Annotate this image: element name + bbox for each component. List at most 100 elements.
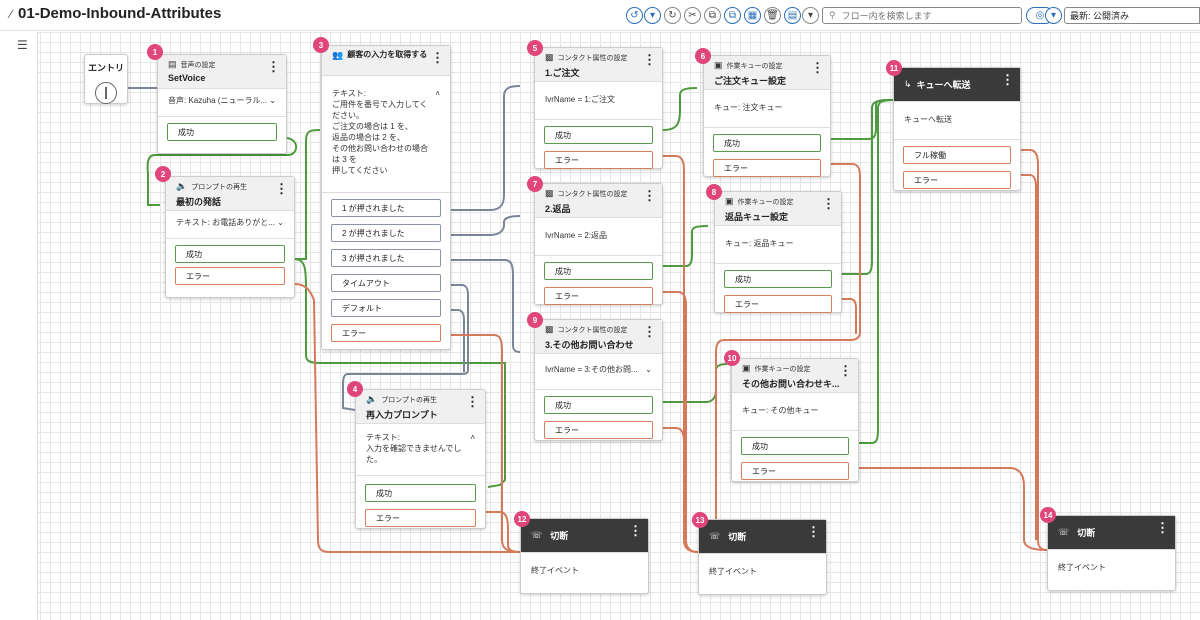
- block-header: ☏ 切断 ⋮: [1048, 516, 1175, 550]
- output-error[interactable]: エラー: [544, 421, 653, 439]
- output-error[interactable]: エラー: [365, 509, 476, 527]
- output-error[interactable]: エラー: [713, 159, 821, 177]
- voice-settings-icon: ▤: [168, 59, 177, 69]
- more-options-icon[interactable]: ⋮: [431, 50, 444, 65]
- output-success[interactable]: 成功: [365, 484, 476, 502]
- output-success[interactable]: 成功: [544, 262, 653, 280]
- divider: [894, 139, 1020, 140]
- chevron-up-icon[interactable]: ˄: [470, 433, 475, 442]
- dropdown-icon[interactable]: ▾: [802, 7, 819, 24]
- search-input[interactable]: [841, 10, 1012, 21]
- more-options-icon[interactable]: ⋮: [822, 196, 835, 211]
- output-error[interactable]: エラー: [903, 171, 1011, 189]
- block-type: 作業キューの設定: [754, 365, 811, 373]
- phone-hangup-icon: ☏: [531, 530, 543, 540]
- flow-search-box[interactable]: ⚲: [822, 7, 1022, 24]
- block-name: 2.返品: [545, 204, 571, 214]
- block-set-attribute-order[interactable]: ▩コンタクト属性の設定 1.ご注文 ⋮ IvrName = 1:ご注文 成功 エ…: [534, 47, 663, 169]
- block-body: キュー: 返品キュー: [725, 239, 794, 248]
- prompt-text-line: ご用件を番号で入力してく: [332, 100, 428, 109]
- output-option-3[interactable]: 3 が押されました: [331, 249, 441, 267]
- output-error[interactable]: エラー: [544, 151, 653, 169]
- block-body[interactable]: テキスト:˄ 入力を確認できませんでし た。: [356, 424, 485, 471]
- output-error[interactable]: エラー: [175, 267, 285, 285]
- chevron-down-icon[interactable]: ⌄: [645, 365, 652, 374]
- output-option-2[interactable]: 2 が押されました: [331, 224, 441, 242]
- more-options-icon[interactable]: ⋮: [807, 524, 820, 539]
- edit-icon[interactable]: ∕: [10, 6, 13, 21]
- block-body[interactable]: テキスト:˄ ご用件を番号で入力してく ださい。 ご注文の場合は 1 を、 返品…: [322, 76, 450, 182]
- redo-icon[interactable]: ↻: [664, 7, 681, 24]
- divider: [166, 238, 294, 239]
- queue-settings-icon: ▣: [714, 60, 723, 70]
- block-get-customer-input[interactable]: 👥 顧客の入力を取得する ⋮ テキスト:˄ ご用件を番号で入力してく ださい。 …: [321, 45, 451, 350]
- output-error[interactable]: エラー: [741, 462, 849, 480]
- output-error[interactable]: エラー: [331, 324, 441, 342]
- dropdown-icon[interactable]: ▾: [1045, 7, 1062, 24]
- chevron-up-icon[interactable]: ˄: [435, 89, 440, 98]
- chevron-down-icon[interactable]: ⌄: [269, 96, 276, 105]
- block-body[interactable]: IvrName = 3:その他お問...⌄: [535, 354, 662, 385]
- output-error[interactable]: エラー: [544, 287, 653, 305]
- block-number-badge: 3: [313, 37, 329, 53]
- more-options-icon[interactable]: ⋮: [811, 60, 824, 75]
- speaker-icon: 🔈: [176, 181, 188, 191]
- block-set-queue-return[interactable]: ▣作業キューの設定 返品キュー設定 ⋮ キュー: 返品キュー 成功 エラー: [714, 191, 842, 313]
- output-error[interactable]: エラー: [724, 295, 832, 313]
- block-set-queue-order[interactable]: ▣作業キューの設定 ご注文キュー設定 ⋮ キュー: 注文キュー 成功 エラー: [703, 55, 831, 177]
- block-body-text: テキスト: お電話ありがと...: [176, 218, 275, 227]
- block-set-queue-other[interactable]: ▣作業キューの設定 その他お問い合わせキ... ⋮ キュー: その他キュー 成功…: [731, 358, 859, 482]
- block-body[interactable]: テキスト: お電話ありがと...⌄: [166, 211, 294, 234]
- more-options-icon[interactable]: ⋮: [267, 59, 280, 74]
- output-at-capacity[interactable]: フル稼働: [903, 146, 1011, 164]
- block-number-badge: 1: [147, 44, 163, 60]
- output-success[interactable]: 成功: [724, 270, 832, 288]
- entry-node[interactable]: エントリ: [84, 54, 128, 104]
- dropdown-icon[interactable]: ▾: [644, 7, 661, 24]
- block-disconnect-2[interactable]: ☏ 切断 ⋮ 終了イベント: [698, 519, 827, 595]
- block-disconnect-1[interactable]: ☏ 切断 ⋮ 終了イベント: [520, 518, 649, 594]
- version-status-select[interactable]: 最新: 公開済み: [1064, 7, 1200, 24]
- output-success[interactable]: 成功: [175, 245, 285, 263]
- undo-icon[interactable]: ↺: [626, 7, 643, 24]
- more-options-icon[interactable]: ⋮: [643, 52, 656, 67]
- more-options-icon[interactable]: ⋮: [1001, 72, 1014, 87]
- delete-icon[interactable]: 🗑: [764, 7, 781, 24]
- block-play-prompt-first[interactable]: 🔈プロンプトの再生 最初の発話 ⋮ テキスト: お電話ありがと...⌄ 成功 エ…: [165, 176, 295, 298]
- block-body: 終了イベント: [531, 566, 579, 575]
- more-options-icon[interactable]: ⋮: [1156, 520, 1169, 535]
- output-success[interactable]: 成功: [167, 123, 277, 141]
- more-options-icon[interactable]: ⋮: [839, 363, 852, 378]
- cut-icon[interactable]: ✂: [684, 7, 701, 24]
- output-success[interactable]: 成功: [544, 126, 653, 144]
- output-success[interactable]: 成功: [544, 396, 653, 414]
- output-success[interactable]: 成功: [741, 437, 849, 455]
- block-set-attribute-return[interactable]: ▩コンタクト属性の設定 2.返品 ⋮ IvrName = 2:返品 成功 エラー: [534, 183, 663, 305]
- more-options-icon[interactable]: ⋮: [629, 523, 642, 538]
- chevron-down-icon[interactable]: ⌄: [277, 218, 284, 227]
- duplicate-icon[interactable]: ⧉: [724, 7, 741, 24]
- more-options-icon[interactable]: ⋮: [275, 181, 288, 196]
- block-name: ご注文キュー設定: [714, 76, 787, 86]
- block-transfer-to-queue[interactable]: ↳ キューへ転送 ⋮ キューへ転送 フル稼働 エラー: [893, 67, 1021, 191]
- notes-icon[interactable]: ▤: [784, 7, 801, 24]
- more-options-icon[interactable]: ⋮: [643, 188, 656, 203]
- block-number-badge: 5: [527, 40, 543, 56]
- copy-icon[interactable]: ⧉: [704, 7, 721, 24]
- layout-icon[interactable]: ▦: [744, 7, 761, 24]
- block-disconnect-3[interactable]: ☏ 切断 ⋮ 終了イベント: [1047, 515, 1176, 591]
- output-option-1[interactable]: 1 が押されました: [331, 199, 441, 217]
- output-timeout[interactable]: タイムアウト: [331, 274, 441, 292]
- block-body[interactable]: 音声: Kazuha (ニューラル...⌄: [158, 89, 286, 112]
- block-set-voice[interactable]: ▤音声の設定 SetVoice ⋮ 音声: Kazuha (ニューラル...⌄ …: [157, 54, 287, 154]
- output-success[interactable]: 成功: [713, 134, 821, 152]
- more-options-icon[interactable]: ⋮: [466, 394, 479, 409]
- block-set-attribute-other[interactable]: ▩コンタクト属性の設定 3.その他お問い合わせ ⋮ IvrName = 3:その…: [534, 319, 663, 441]
- block-body: キュー: 注文キュー: [714, 103, 783, 112]
- output-default[interactable]: デフォルト: [331, 299, 441, 317]
- more-options-icon[interactable]: ⋮: [643, 324, 656, 339]
- flow-title: ∕ 01-Demo-Inbound-Attributes: [10, 5, 221, 22]
- block-play-prompt-retry[interactable]: 🔈プロンプトの再生 再入力プロンプト ⋮ テキスト:˄ 入力を確認できませんでし…: [355, 389, 486, 529]
- block-number-badge: 8: [706, 184, 722, 200]
- menu-icon[interactable]: ☰: [17, 38, 28, 52]
